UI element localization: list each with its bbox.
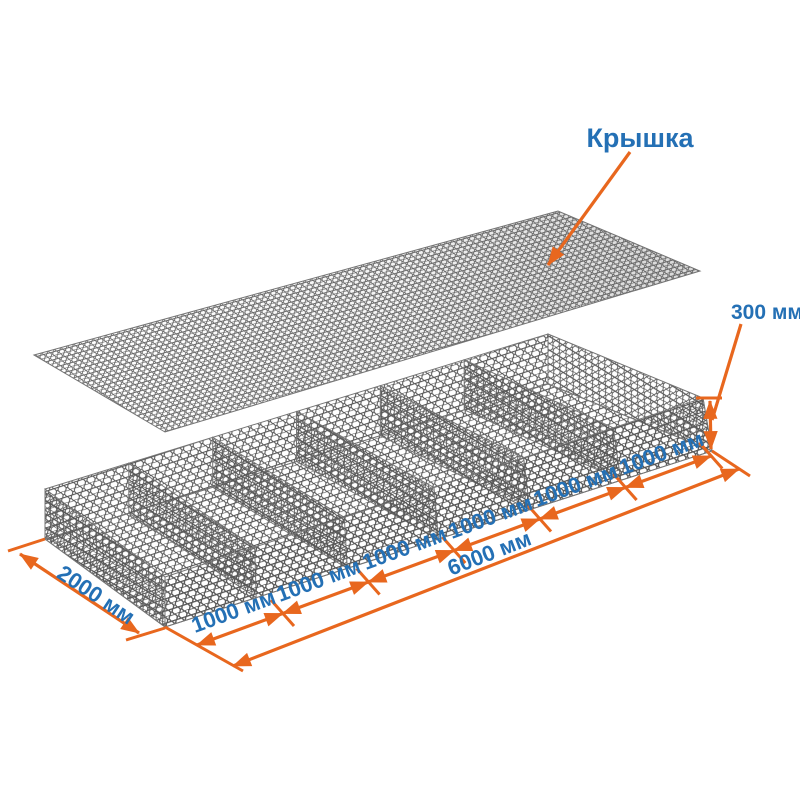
lid-leader-arrow xyxy=(546,151,632,266)
length-dimension xyxy=(232,467,740,668)
height-label: 300 мм xyxy=(731,301,800,324)
width-dimension xyxy=(7,537,166,642)
height-dimension xyxy=(696,323,751,478)
gabion-lid-mesh xyxy=(32,210,702,433)
lid-label: Крышка xyxy=(586,123,694,153)
